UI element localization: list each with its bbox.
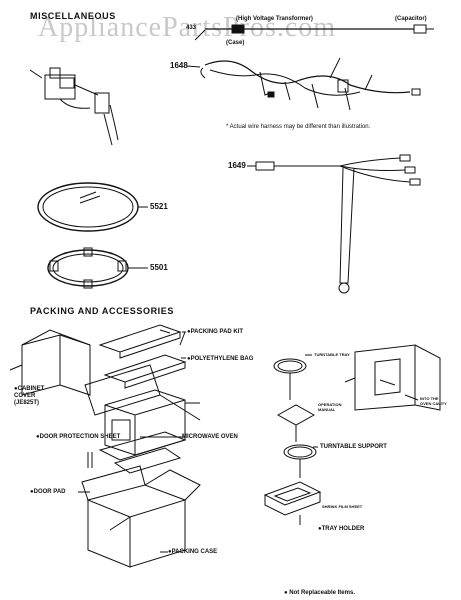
turntable-tray-5521: [37, 182, 148, 232]
label-shrink-film-sheet: SHRINK FILM SHEET: [322, 504, 363, 509]
wire-harness-1648: [200, 57, 421, 111]
footnote-not-replaceable: ● Not Replaceable Items.: [284, 590, 355, 596]
cabinet-cover: [9, 329, 91, 396]
label-operation-manual: OPERATION MANUAL: [318, 402, 342, 413]
watermark: AppliancePartsPros.com: [38, 12, 337, 43]
label-polyethylene-bag: ●POLYETHYLENE BAG: [187, 356, 254, 362]
packing-case: [81, 465, 201, 568]
microwave-oven-in-bag: [84, 364, 201, 456]
section-title-miscellaneous: MISCELLANEOUS: [30, 11, 116, 21]
packing-pad-kit: [98, 324, 187, 389]
label-capacitor: (Capacitor): [395, 16, 427, 22]
oven-front: [344, 344, 441, 411]
label-turntable-tray: TURNTABLE TRAY: [314, 352, 350, 357]
label-door-protection-sheet: ●DOOR PROTECTION SHEET: [36, 434, 121, 440]
label-high-voltage-transformer: (High Voltage Transformer): [236, 16, 313, 22]
label-into-oven-cavity: INTO THE OVEN CAVITY: [420, 396, 447, 407]
section-title-packing: PACKING AND ACCESSORIES: [30, 306, 174, 316]
part-number-5501: 5501: [150, 263, 168, 272]
wire-harness-1649: [255, 154, 421, 294]
label-tray-holder: ●TRAY HOLDER: [318, 526, 365, 532]
label-door-pad: ●DOOR PAD: [30, 489, 66, 495]
part-number-1648: 1648: [170, 61, 188, 70]
part-number-5521: 5521: [150, 202, 168, 211]
roller-ring-5501: [47, 247, 148, 289]
harness-note: * Actual wire harness may be different t…: [226, 124, 371, 130]
part-number-1649: 1649: [228, 161, 246, 170]
label-packing-case: ●PACKING CASE: [168, 549, 218, 555]
turntable-accessories: [263, 358, 322, 525]
interlock-switch-assembly: [29, 67, 119, 146]
label-cabinet-cover: ●CABINET COVER (JE825T): [14, 386, 45, 406]
label-turntable-support: TURNTABLE SUPPORT: [320, 444, 387, 450]
label-microwave-oven: MICROWAVE OVEN: [182, 434, 238, 440]
leader-lines: [78, 29, 318, 553]
label-case: (Case): [226, 40, 245, 46]
label-packing-pad-kit: ●PACKING PAD KIT: [187, 329, 244, 335]
part-number-433: 433: [186, 25, 197, 31]
capacitor-lead-433: [205, 24, 434, 34]
